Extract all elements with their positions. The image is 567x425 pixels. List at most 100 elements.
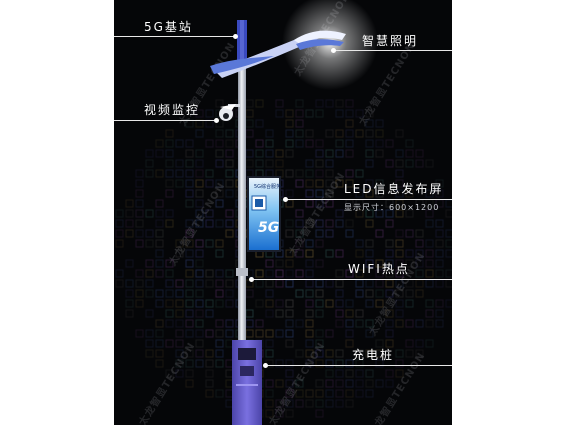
grid-light-cell: [295, 269, 304, 278]
grid-light-cell: [425, 249, 434, 258]
grid-light-cell: [265, 339, 274, 348]
grid-light-cell: [285, 369, 294, 378]
grid-light-cell: [255, 319, 264, 328]
grid-light-cell: [405, 279, 414, 288]
grid-light-cell: [415, 279, 424, 288]
grid-light-cell: [345, 179, 354, 188]
label-display-size: 显示尺寸：600×1200: [344, 203, 440, 212]
screen-top-text: 5G综合服务: [254, 184, 282, 190]
grid-light-cell: [215, 389, 224, 398]
grid-light-cell: [285, 309, 294, 318]
grid-light-cell: [215, 339, 224, 348]
grid-light-cell: [215, 279, 224, 288]
grid-light-cell: [325, 379, 334, 388]
grid-light-cell: [305, 239, 314, 248]
leader-dot: [331, 48, 336, 53]
grid-light-cell: [415, 339, 424, 348]
grid-light-cell: [255, 139, 264, 148]
grid-light-cell: [265, 349, 274, 358]
grid-light-cell: [145, 159, 154, 168]
grid-light-cell: [305, 139, 314, 148]
grid-light-cell: [255, 99, 264, 108]
grid-light-cell: [125, 259, 134, 268]
grid-light-cell: [285, 279, 294, 288]
grid-light-cell: [165, 299, 174, 308]
grid-light-cell: [205, 179, 214, 188]
grid-light-cell: [215, 139, 224, 148]
grid-light-cell: [385, 219, 394, 228]
grid-light-cell: [185, 219, 194, 228]
grid-light-cell: [415, 159, 424, 168]
grid-light-cell: [415, 199, 424, 208]
grid-light-cell: [355, 349, 364, 358]
leader-line: [114, 36, 236, 37]
grid-light-cell: [205, 239, 214, 248]
grid-light-cell: [185, 159, 194, 168]
grid-light-cell: [425, 189, 434, 198]
label-wifi-hotspot: WIFI热点: [348, 262, 410, 276]
grid-light-cell: [165, 259, 174, 268]
grid-light-cell: [385, 209, 394, 218]
grid-light-cell: [155, 319, 164, 328]
grid-light-cell: [405, 159, 414, 168]
grid-light-cell: [195, 109, 204, 118]
grid-light-cell: [175, 159, 184, 168]
grid-light-cell: [285, 249, 294, 258]
grid-light-cell: [285, 109, 294, 118]
grid-light-cell: [145, 309, 154, 318]
grid-light-cell: [185, 279, 194, 288]
grid-light-cell: [305, 339, 314, 348]
grid-light-cell: [225, 189, 234, 198]
grid-light-cell: [225, 169, 234, 178]
grid-light-cell: [165, 219, 174, 228]
grid-light-cell: [315, 189, 324, 198]
grid-light-cell: [305, 299, 314, 308]
grid-light-cell: [285, 189, 294, 198]
grid-light-cell: [165, 339, 174, 348]
grid-light-cell: [355, 189, 364, 198]
grid-light-cell: [355, 379, 364, 388]
grid-light-cell: [305, 159, 314, 168]
grid-light-cell: [365, 139, 374, 148]
grid-light-cell: [195, 279, 204, 288]
grid-light-cell: [335, 219, 344, 228]
grid-light-cell: [175, 299, 184, 308]
grid-light-cell: [265, 379, 274, 388]
grid-light-cell: [445, 199, 452, 208]
grid-light-cell: [305, 169, 314, 178]
grid-light-cell: [385, 299, 394, 308]
grid-light-cell: [395, 349, 404, 358]
grid-light-cell: [195, 249, 204, 258]
grid-light-cell: [205, 309, 214, 318]
grid-light-cell: [135, 269, 144, 278]
grid-light-cell: [395, 239, 404, 248]
grid-light-cell: [345, 149, 354, 158]
grid-light-cell: [365, 119, 374, 128]
grid-light-cell: [215, 349, 224, 358]
grid-light-cell: [395, 189, 404, 198]
grid-light-cell: [255, 299, 264, 308]
grid-light-cell: [305, 399, 314, 408]
grid-light-cell: [135, 179, 144, 188]
grid-light-cell: [335, 99, 344, 108]
grid-light-cell: [145, 269, 154, 278]
grid-light-cell: [265, 129, 274, 138]
grid-light-cell: [185, 299, 194, 308]
grid-light-cell: [315, 309, 324, 318]
grid-light-cell: [305, 129, 314, 138]
grid-light-cell: [225, 289, 234, 298]
grid-light-cell: [295, 119, 304, 128]
grid-light-cell: [225, 279, 234, 288]
grid-light-cell: [285, 329, 294, 338]
grid-light-cell: [315, 219, 324, 228]
grid-light-cell: [225, 129, 234, 138]
grid-light-cell: [185, 249, 194, 258]
grid-light-cell: [415, 149, 424, 158]
grid-light-cell: [185, 169, 194, 178]
grid-light-cell: [395, 179, 404, 188]
grid-light-cell: [215, 239, 224, 248]
screen-5g-text: 5G: [258, 220, 280, 236]
grid-light-cell: [295, 289, 304, 298]
grid-light-cell: [175, 329, 184, 338]
grid-light-cell: [215, 199, 224, 208]
